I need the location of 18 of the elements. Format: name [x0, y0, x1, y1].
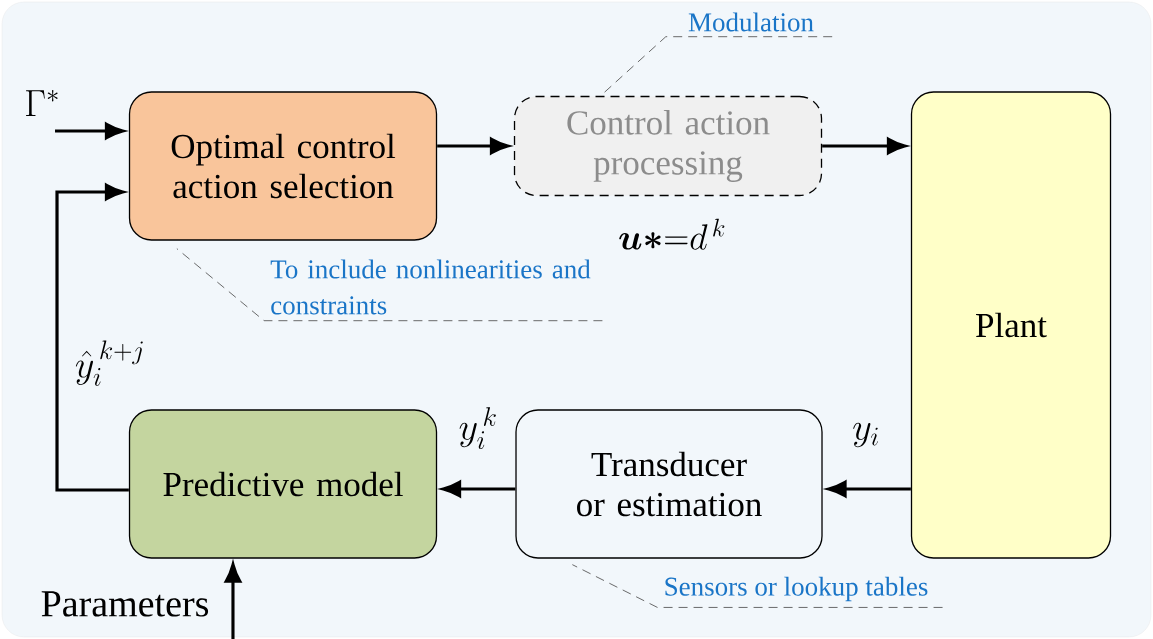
callout-text: Modulation	[688, 12, 814, 32]
leader-line	[571, 564, 944, 608]
plant-box: Plant	[910, 91, 1112, 559]
process-box: Control action processing	[513, 95, 823, 197]
arrow	[55, 183, 129, 492]
callout-text: Sensors or lookup tables	[665, 576, 928, 602]
leader-line	[176, 248, 603, 322]
process-box: Predictive model	[128, 409, 438, 559]
formula-label: $\boldsymbol{u*}{=}d^{\,k}$	[619, 218, 725, 250]
leader-line	[603, 36, 833, 94]
signal-label: $y_{i}^{\,k}$	[459, 407, 496, 450]
process-box: Transducer or estimation	[515, 409, 823, 559]
process-box: Optimal control action selection	[128, 91, 438, 241]
signal-label: $\hat{y}_{i}^{\,k+j}$	[75, 340, 143, 386]
signal-label: $y_{i}$	[853, 422, 878, 448]
callout-text: To include nonlinearities and constraints	[270, 259, 591, 315]
input-label: Parameters	[41, 591, 209, 617]
signal-label: $\Gamma^{*}$	[26, 89, 58, 117]
